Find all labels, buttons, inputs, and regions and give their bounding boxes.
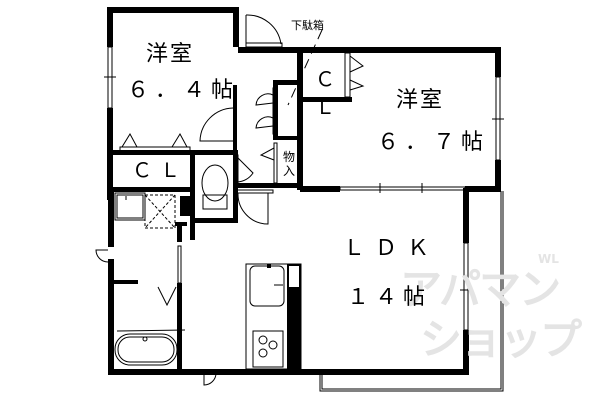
- room1-size: ６．４帖: [127, 78, 240, 103]
- storage-label: 物入: [283, 150, 296, 178]
- watermark-line1: アパマン: [400, 265, 561, 314]
- fixtures: [95, 14, 504, 392]
- closet-2-l: Ｌ: [315, 95, 343, 119]
- shoe-box-label: 下駄箱: [291, 19, 324, 32]
- room1-name: 洋室: [146, 42, 195, 67]
- room2-size: ６．７帖: [377, 130, 490, 155]
- walls: [107, 7, 501, 375]
- watermark-superscript: WL: [538, 252, 559, 266]
- ldk-name: ＬＤＫ: [343, 236, 440, 261]
- closet-2-c: Ｃ: [315, 67, 343, 91]
- ldk-size: １４帖: [347, 285, 432, 310]
- watermark-line2: ショップ: [420, 315, 582, 364]
- fridge-space: [289, 266, 299, 287]
- room2-name: 洋室: [396, 88, 445, 113]
- closet-1-label: ＣＬ: [132, 158, 188, 182]
